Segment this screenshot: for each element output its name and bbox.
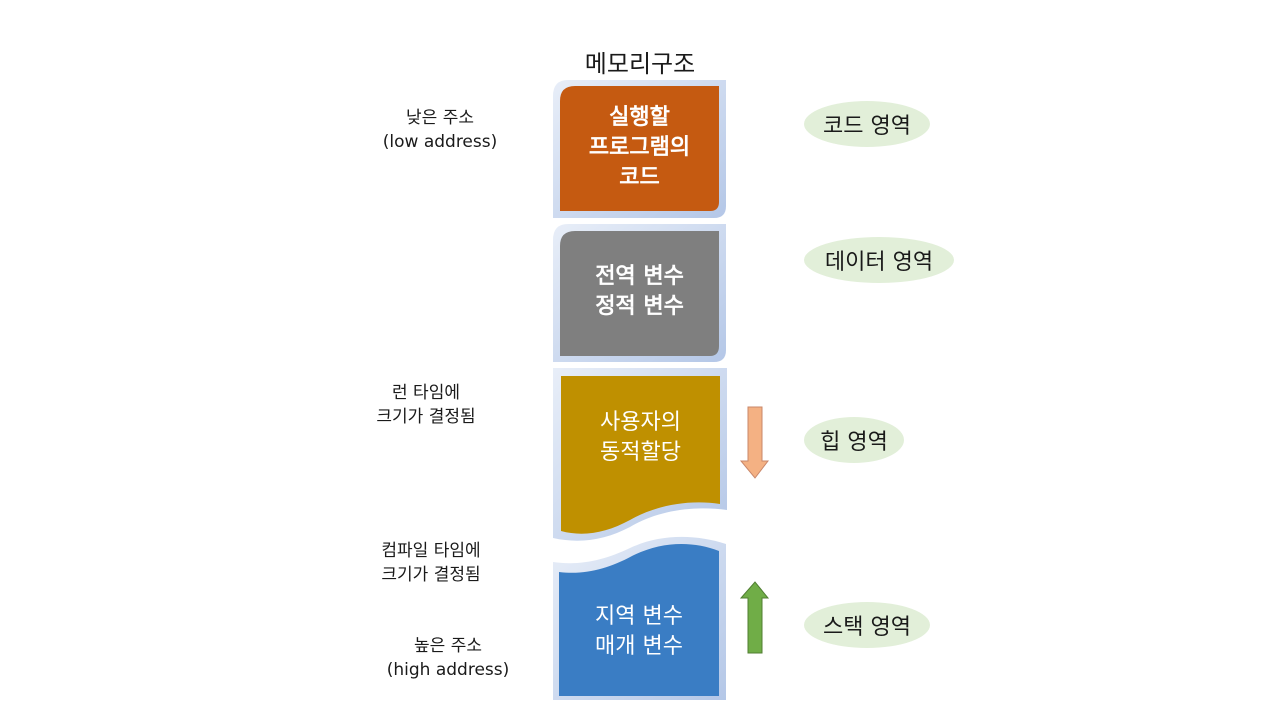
compile-label: 컴파일 타임에 크기가 결정됨 [376,539,486,587]
low-address-label: 낮은 주소 (low address) [380,106,500,154]
diagram-title: 메모리구조 [584,50,696,78]
runtime-line1: 런 타임에 [392,383,460,403]
heap-block-line2: 동적할당 [600,440,681,465]
stack-block-line1: 지역 변수 [595,604,683,629]
heap-block-line1: 사용자의 [600,410,681,435]
heap-region-label: 힙 영역 [804,417,904,463]
code-block [560,86,719,211]
runtime-line2: 크기가 결정됨 [376,407,476,427]
high-address-line1: 높은 주소 [414,636,482,656]
compile-line2: 크기가 결정됨 [381,565,481,585]
arrow-down-icon [739,406,770,479]
code-block-line1: 실행할 [609,105,670,130]
data-block-line1: 전역 변수 [595,264,684,289]
high-address-label: 높은 주소 (high address) [386,634,510,682]
low-address-line1: 낮은 주소 [406,108,474,128]
arrow-up-icon [739,581,770,654]
data-block [560,231,719,356]
low-address-line2: (low address) [382,132,498,152]
code-block-line2: 프로그램의 [588,135,691,160]
stack-block-text: 지역 변수 매개 변수 [559,602,719,662]
compile-line1: 컴파일 타임에 [381,541,481,561]
high-address-line2: (high address) [386,660,510,680]
data-region-label: 데이터 영역 [804,237,954,283]
stack-region-label: 스택 영역 [804,602,930,648]
stack-block [559,544,719,696]
data-block-text: 전역 변수 정적 변수 [560,262,719,322]
code-region-label: 코드 영역 [804,101,930,147]
stack-block-line2: 매개 변수 [595,634,683,659]
data-block-line2: 정적 변수 [595,294,684,319]
runtime-label: 런 타임에 크기가 결정됨 [376,381,476,429]
code-block-line3: 코드 [619,165,660,190]
heap-block [561,376,720,534]
code-block-text: 실행할 프로그램의 코드 [560,103,719,193]
heap-block-text: 사용자의 동적할당 [561,408,720,468]
